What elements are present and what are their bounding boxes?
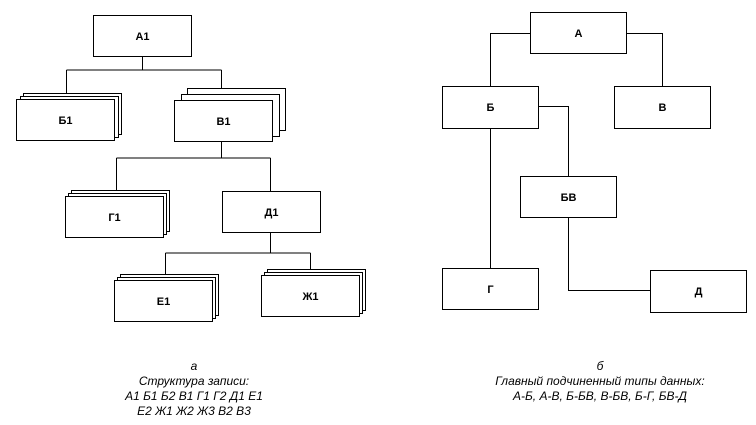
node-zh1-label: Ж1 bbox=[301, 291, 318, 303]
left-caption-record-line1: А1 Б1 Б2 В1 Г1 Г2 Д1 Е1 bbox=[125, 389, 263, 403]
node-a bbox=[530, 12, 627, 54]
node-d-label: Д bbox=[695, 286, 703, 298]
right-caption-pairs: А-Б, А-В, Б-БВ, В-БВ, Б-Г, БВ-Д bbox=[513, 389, 687, 403]
node-bv bbox=[520, 176, 617, 218]
node-e1-label: Е1 bbox=[157, 296, 170, 308]
node-b1-label: Б1 bbox=[58, 115, 72, 127]
node-zh1-stack bbox=[261, 269, 366, 317]
node-b1 bbox=[16, 99, 115, 141]
right-connectors bbox=[490, 33, 663, 291]
node-b-label: Б bbox=[487, 102, 495, 114]
node-v bbox=[614, 86, 711, 129]
node-b1-stack bbox=[16, 93, 122, 141]
node-d1-label: Д1 bbox=[265, 207, 279, 219]
right-caption: б Главный подчиненный типы данных: А-Б, … bbox=[460, 359, 740, 404]
node-g1-label: Г1 bbox=[108, 212, 120, 224]
node-v1 bbox=[174, 100, 273, 142]
right-network: А Б В БВ Г Д bbox=[442, 12, 747, 313]
left-connectors bbox=[66, 57, 311, 280]
node-d1 bbox=[222, 191, 321, 233]
node-g bbox=[442, 268, 539, 310]
node-g-label: Г bbox=[487, 284, 494, 296]
node-d bbox=[650, 270, 747, 313]
left-caption: а Структура записи: А1 Б1 Б2 В1 Г1 Г2 Д1… bbox=[80, 359, 308, 419]
node-g1-stack bbox=[65, 190, 170, 238]
node-a1 bbox=[93, 15, 192, 57]
node-e1-stack bbox=[114, 274, 219, 322]
node-g1 bbox=[65, 196, 164, 238]
right-caption-title: Главный подчиненный типы данных: bbox=[495, 374, 705, 388]
node-v1-label: В1 bbox=[216, 116, 230, 128]
right-caption-letter: б bbox=[596, 359, 604, 373]
node-v-label: В bbox=[659, 102, 667, 114]
node-a-label: А bbox=[575, 28, 583, 40]
node-bv-label: БВ bbox=[561, 192, 577, 204]
left-caption-letter: а bbox=[190, 359, 198, 373]
node-zh1 bbox=[261, 275, 360, 317]
left-caption-title: Структура записи: bbox=[138, 374, 250, 388]
node-e1 bbox=[114, 280, 213, 322]
node-a1-label: А1 bbox=[135, 31, 149, 43]
left-hierarchy: А1 Б1 В1 Г1 Д1 bbox=[16, 15, 366, 322]
left-caption-record-line2: Е2 Ж1 Ж2 Ж3 В2 В3 bbox=[137, 404, 251, 418]
node-v1-stack bbox=[174, 88, 286, 142]
node-b bbox=[442, 86, 539, 129]
